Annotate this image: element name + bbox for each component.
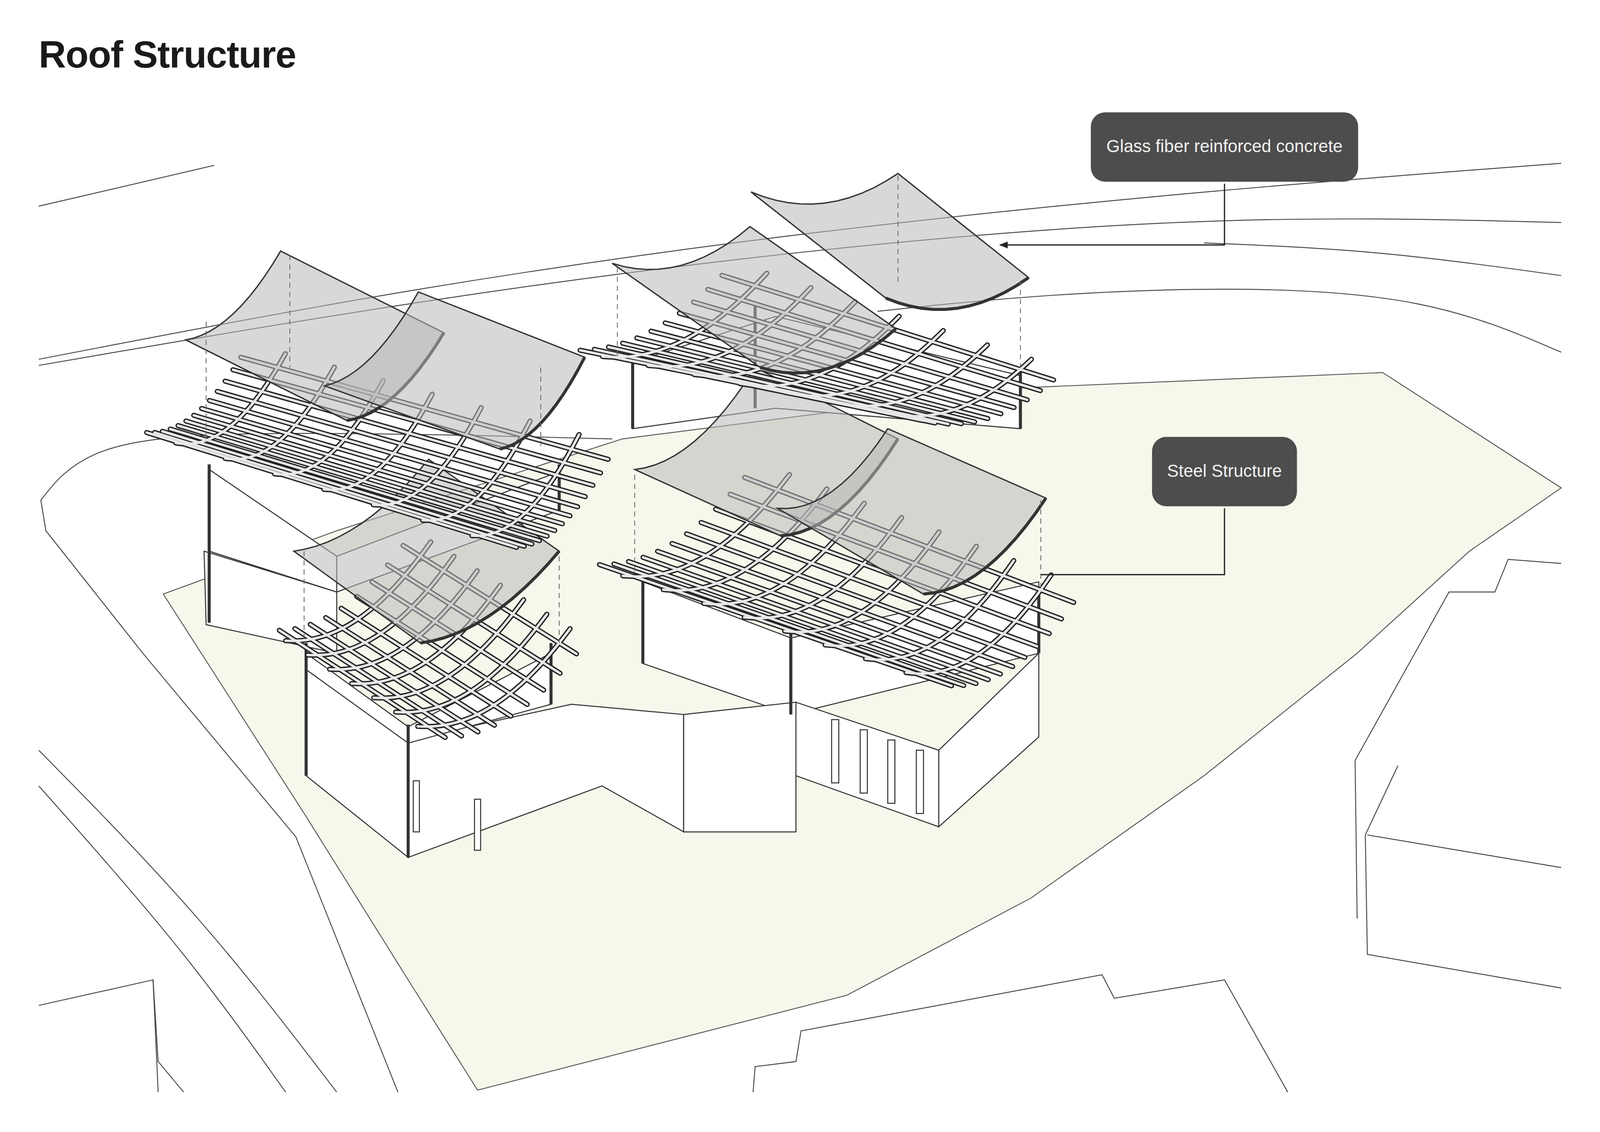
panel-edge	[760, 328, 896, 374]
projection-line	[303, 550, 305, 641]
projection-line	[205, 321, 207, 444]
base-wall	[795, 702, 939, 827]
panel-edge	[885, 277, 1029, 310]
steel-column	[207, 464, 211, 623]
slit-window	[916, 750, 924, 814]
projection-line	[558, 556, 560, 643]
roof-layers	[146, 173, 1074, 738]
slit-window	[831, 719, 839, 783]
leader-line	[1000, 183, 1225, 245]
gfrc-roof-panel	[777, 428, 1046, 595]
projection-line	[540, 367, 542, 450]
slit-window	[474, 799, 481, 850]
steel-column	[641, 571, 645, 663]
steel-beam-face	[279, 630, 445, 738]
neighbour-building	[1365, 834, 1562, 988]
steel-column	[631, 357, 635, 429]
neighbour-building	[1367, 834, 1562, 868]
projection-line	[897, 175, 899, 284]
slit-window	[887, 740, 895, 804]
leader-lines	[1000, 183, 1225, 575]
road-line	[38, 785, 286, 1093]
slit-window	[413, 780, 420, 832]
projection-line	[617, 267, 618, 358]
steel-column	[789, 627, 793, 715]
steel-column	[406, 724, 410, 858]
gfrc-roof-panel	[750, 173, 1029, 310]
leader-line	[1040, 508, 1225, 575]
projection-line	[634, 474, 635, 574]
entrance-block	[683, 702, 796, 832]
projection-line	[1040, 500, 1042, 590]
slit-window	[860, 729, 868, 793]
steel-beam	[279, 630, 445, 738]
diagram-title: Roof Structure	[38, 33, 296, 77]
steel-beam-face	[146, 432, 517, 548]
callout-label: Steel Structure	[1167, 461, 1282, 482]
neighbour-building	[1355, 760, 1358, 919]
steel-beam-face	[170, 428, 540, 541]
road-line	[38, 165, 215, 207]
neighbour-building	[1365, 765, 1398, 835]
projection-line	[1020, 280, 1021, 368]
steel-beam-face	[295, 628, 462, 736]
gfrc-roof-panel	[324, 291, 585, 449]
neighbour-building	[752, 974, 1288, 1093]
panel-edge	[500, 357, 585, 449]
neighbour-building	[1355, 559, 1562, 760]
steel-column	[304, 642, 308, 776]
road-line	[38, 750, 337, 1092]
steel-beam	[170, 428, 540, 541]
callout-label: Glass fiber reinforced concrete	[1106, 136, 1343, 158]
neighbour-building	[152, 979, 184, 1092]
projection-line	[289, 255, 291, 368]
callout-box: Glass fiber reinforced concrete	[1090, 112, 1359, 182]
site-ground	[163, 372, 1562, 1090]
panel-edge	[420, 550, 560, 643]
callout-box: Steel Structure	[1152, 436, 1298, 507]
steel-beam-face	[417, 628, 570, 727]
panel-edge	[923, 497, 1046, 594]
steel-beam	[417, 628, 570, 727]
neighbour-building	[38, 979, 159, 1092]
road-line	[1204, 242, 1562, 276]
site-context	[38, 163, 1562, 1093]
